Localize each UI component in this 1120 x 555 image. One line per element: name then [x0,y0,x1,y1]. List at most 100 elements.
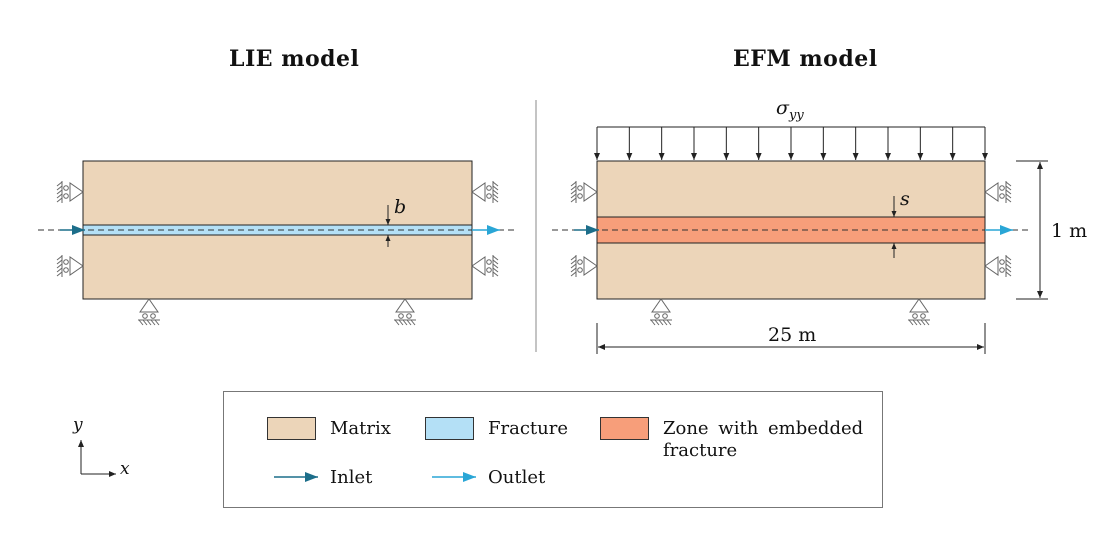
roller-hatch [154,319,160,326]
roller-hatch [570,271,577,277]
x-axis-label: x [120,459,130,479]
roller-hatch [1005,259,1012,265]
roller-hatch [1005,181,1012,187]
roller-wheel [920,313,926,319]
roller-hatch [492,263,499,269]
roller-hatch [398,319,404,326]
roller-hatch [492,197,499,203]
roller-wheel [577,185,583,191]
roller-hatch [1005,189,1012,195]
matrix-legend-label: Matrix [330,418,391,439]
roller-wheel [999,259,1005,265]
roller-support [909,298,929,313]
roller-hatch [492,267,499,273]
roller-hatch [570,185,577,191]
roller-hatch [56,181,63,187]
roller-hatch [570,189,577,195]
roller-hatch [654,319,660,326]
roller-hatch [570,259,577,265]
roller-hatch [56,255,63,261]
roller-hatch [1005,263,1012,269]
stress-label: σyy [776,97,804,123]
roller-hatch [1005,185,1012,191]
roller-wheel [999,267,1005,273]
zone-swatch [600,417,649,440]
roller-wheel [486,259,492,265]
roller-hatch [666,319,672,326]
roller-hatch [570,193,577,199]
roller-hatch [492,189,499,195]
roller-hatch [912,319,918,326]
roller-support [395,298,415,313]
roller-hatch [56,267,63,273]
aperture-label: b [394,196,407,218]
legend: Matrix Fracture Zone with embedded fract… [223,391,883,508]
roller-hatch [56,263,63,269]
roller-support [471,182,486,202]
roller-support [984,256,999,276]
inlet-legend-label: Inlet [330,467,373,488]
roller-wheel [63,185,69,191]
roller-wheel [486,267,492,273]
roller-support [471,256,486,276]
roller-hatch [56,271,63,277]
roller-wheel [63,267,69,273]
roller-hatch [570,181,577,187]
roller-hatch [410,319,416,326]
roller-hatch [570,197,577,203]
matrix-swatch [267,417,316,440]
roller-hatch [924,319,930,326]
roller-wheel [999,185,1005,191]
roller-hatch [916,319,922,326]
roller-support [69,256,84,276]
roller-hatch [1005,255,1012,261]
efm-model-title: EFM model [733,46,878,72]
roller-support [984,182,999,202]
roller-hatch [492,181,499,187]
fracture-legend-label: Fracture [488,418,568,439]
roller-wheel [654,313,660,319]
roller-wheel [486,193,492,199]
roller-hatch [1005,193,1012,199]
roller-hatch [650,319,656,326]
roller-hatch [492,185,499,191]
roller-support [583,256,598,276]
roller-wheel [999,193,1005,199]
roller-wheel [63,193,69,199]
width-dimension-label: 25 m [768,324,817,346]
roller-hatch [56,197,63,203]
roller-wheel [577,267,583,273]
spacing-label: s [900,188,910,210]
roller-hatch [138,319,144,326]
zone-legend-label: Zone with embedded fracture [663,418,864,461]
roller-hatch [142,319,148,326]
roller-wheel [662,313,668,319]
roller-hatch [920,319,926,326]
roller-hatch [56,189,63,195]
stress-symbol: σ [776,97,789,119]
roller-hatch [1005,267,1012,273]
roller-wheel [486,185,492,191]
y-axis-label: y [73,415,83,435]
roller-hatch [492,193,499,199]
roller-hatch [658,319,664,326]
roller-wheel [912,313,918,319]
roller-hatch [56,185,63,191]
lie-model-title: LIE model [229,46,360,72]
roller-wheel [577,193,583,199]
height-dimension-label: 1 m [1051,220,1088,242]
roller-wheel [142,313,148,319]
roller-hatch [908,319,914,326]
roller-support [583,182,598,202]
stress-subscript: yy [788,107,804,123]
roller-support [651,298,671,313]
efm-zone-band [596,216,986,244]
fracture-swatch [425,417,474,440]
roller-hatch [570,255,577,261]
roller-wheel [150,313,156,319]
roller-support [69,182,84,202]
outlet-legend-label: Outlet [488,467,546,488]
roller-hatch [394,319,400,326]
